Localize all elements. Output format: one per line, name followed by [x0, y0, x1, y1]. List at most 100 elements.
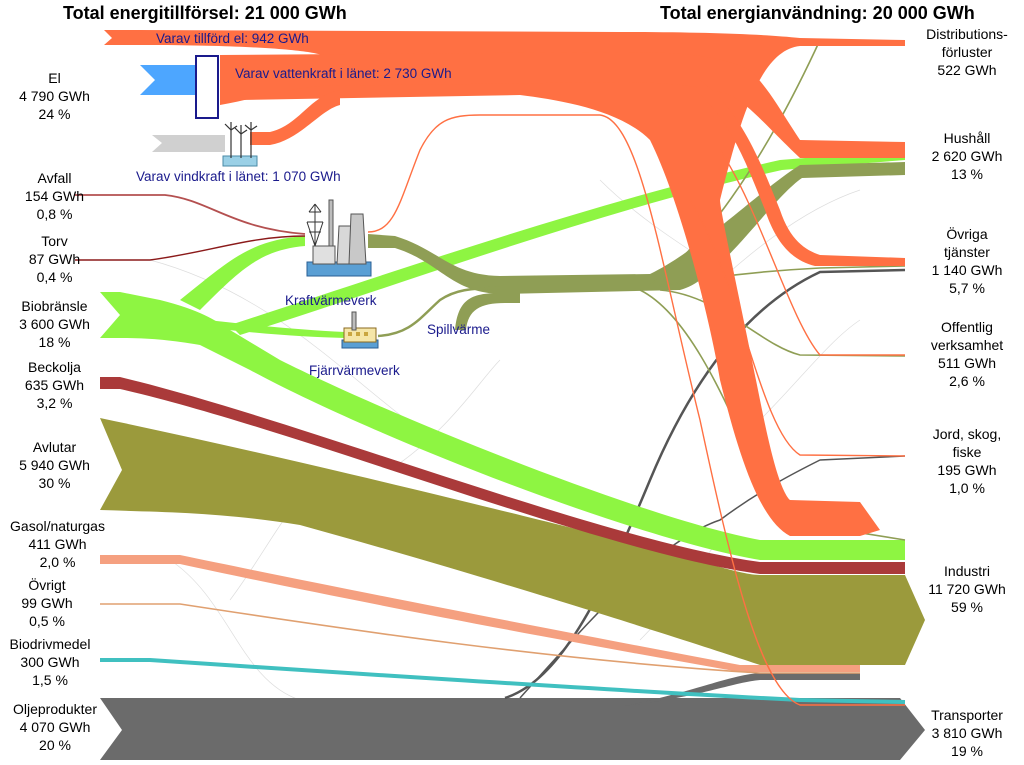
source-share: 24 % [38, 106, 71, 122]
flow-el-main [104, 30, 905, 536]
sink-label-distribution: Distributions- förluster 522 GWh [912, 25, 1022, 79]
flow-biobransle-main [100, 292, 905, 560]
source-name: Avlutar [32, 439, 77, 455]
sink-name-line2: tjänster [944, 244, 990, 260]
source-value: 5 940 GWh [19, 457, 90, 473]
sink-name-line2: förluster [941, 44, 993, 60]
source-label-ovrigt: Övrigt 99 GWh 0,5 % [2, 576, 92, 630]
source-name: Gasol/naturgas [10, 518, 105, 534]
source-value: 300 GWh [20, 654, 80, 670]
use-total-heading: Total energianvändning: 20 000 GWh [660, 3, 975, 23]
heating-plant-icon [341, 311, 379, 349]
flow-avfall [75, 194, 306, 235]
flow-biodrivmedel [100, 658, 906, 704]
flow-district-heat [368, 162, 905, 294]
source-label-avlutar: Avlutar 5 940 GWh 30 % [2, 438, 107, 492]
source-name: El [48, 70, 61, 86]
source-share: 20 % [39, 737, 71, 753]
sink-share: 5,7 % [949, 280, 985, 296]
district-heat-thin-branches [639, 39, 906, 541]
hydro-inflow-arrow [140, 65, 200, 95]
source-value: 154 GWh [24, 188, 85, 204]
source-value: 635 GWh [24, 377, 85, 393]
sink-label-ovriga-tjanster: Övriga tjänster 1 140 GWh 5,7 % [912, 225, 1022, 297]
sink-share: 59 % [951, 599, 983, 615]
source-value: 4 070 GWh [19, 719, 91, 735]
source-share: 0,8 % [36, 206, 73, 222]
sink-name-line1: Industri [944, 563, 990, 579]
source-label-torv: Torv 87 GWh 0,4 % [2, 232, 107, 286]
source-share: 2,0 % [39, 554, 76, 570]
flow-avlutar [100, 418, 925, 665]
note-vattenkraft: Varav vattenkraft i länet: 2 730 GWh [235, 66, 452, 81]
source-name: Avfall [37, 170, 72, 186]
source-name: Biobränsle [21, 298, 88, 314]
wind-inflow-arrow [152, 135, 225, 152]
flow-bio-to-hushall [230, 150, 905, 335]
sink-value: 3 810 GWh [931, 725, 1003, 741]
source-name: Övrigt [28, 577, 66, 593]
plant-label-spillvarme: Spillvärme [427, 322, 491, 337]
source-share: 18 % [38, 334, 71, 350]
source-label-biodrivmedel: Biodrivmedel 300 GWh 1,5 % [0, 635, 100, 689]
supply-total-heading: Total energitillförsel: 21 000 GWh [63, 3, 347, 23]
sink-name-line1: Distributions- [926, 26, 1008, 42]
flow-olje-to-industri [625, 673, 860, 706]
sink-name-line2: verksamhet [930, 337, 1004, 353]
plant-label-fjarrvarmeverk: Fjärrvärmeverk [309, 363, 400, 378]
flow-heat-to-dh [377, 286, 501, 338]
wind-turbine-icon [222, 122, 258, 167]
source-label-biobransle: Biobränsle 3 600 GWh 18 % [2, 297, 107, 351]
note-vindkraft: Varav vindkraft i länet: 1 070 GWh [136, 169, 341, 184]
sink-name-line1: Offentlig [941, 319, 993, 335]
el-thin-branches [367, 114, 906, 706]
source-share: 0,4 % [36, 269, 73, 285]
sink-label-hushall: Hushåll 2 620 GWh 13 % [912, 129, 1022, 183]
sink-value: 2 620 GWh [931, 148, 1003, 164]
sink-value: 522 GWh [937, 62, 997, 78]
sink-value: 1 140 GWh [931, 262, 1003, 278]
sink-label-transporter: Transporter 3 810 GWh 19 % [912, 706, 1022, 760]
source-label-avfall: Avfall 154 GWh 0,8 % [2, 169, 107, 223]
power-plant-icon [306, 199, 372, 277]
flow-bio-to-chp [180, 236, 305, 310]
sink-name-line2: fiske [952, 444, 982, 460]
source-name: Torv [41, 233, 68, 249]
hydro-dam-icon [195, 55, 219, 119]
source-value: 99 GWh [21, 595, 73, 611]
source-share: 3,2 % [36, 395, 73, 411]
flow-ovrigt [100, 603, 860, 674]
sink-name-line1: Transporter [931, 707, 1003, 723]
sink-name-line1: Hushåll [943, 130, 991, 146]
sink-value: 11 720 GWh [928, 581, 1006, 597]
sink-value: 511 GWh [937, 355, 997, 371]
source-name: Oljeprodukter [12, 701, 98, 717]
source-name: Biodrivmedel [9, 636, 91, 652]
sink-label-offentlig: Offentlig verksamhet 511 GWh 2,6 % [912, 318, 1022, 390]
source-share: 0,5 % [29, 613, 65, 629]
source-value: 3 600 GWh [19, 316, 90, 332]
source-value: 4 790 GWh [19, 88, 90, 104]
sink-share: 19 % [951, 743, 983, 759]
sink-name-line1: Övriga [946, 226, 988, 242]
sink-name-line1: Jord, skog, [932, 426, 1002, 442]
note-tillford-el: Varav tillförd el: 942 GWh [156, 31, 309, 46]
source-name: Beckolja [28, 359, 81, 375]
source-label-olje: Oljeprodukter 4 070 GWh 20 % [0, 700, 110, 754]
flow-spillvarme [455, 293, 520, 330]
source-share: 1,5 % [32, 672, 68, 688]
flow-torv [75, 235, 306, 261]
source-label-gasol: Gasol/naturgas 411 GWh 2,0 % [0, 517, 115, 571]
sink-share: 13 % [951, 166, 983, 182]
flow-el-to-tjanster [695, 80, 905, 266]
source-value: 87 GWh [28, 251, 81, 267]
flow-olje-main [100, 698, 925, 760]
flow-el-wind [250, 90, 340, 145]
sink-share: 2,6 % [949, 373, 985, 389]
flow-olje-to-tjanster [504, 268, 906, 700]
flow-el-hydro [220, 52, 905, 158]
source-label-beckolja: Beckolja 635 GWh 3,2 % [2, 358, 107, 412]
sink-share: 1,0 % [949, 480, 985, 496]
